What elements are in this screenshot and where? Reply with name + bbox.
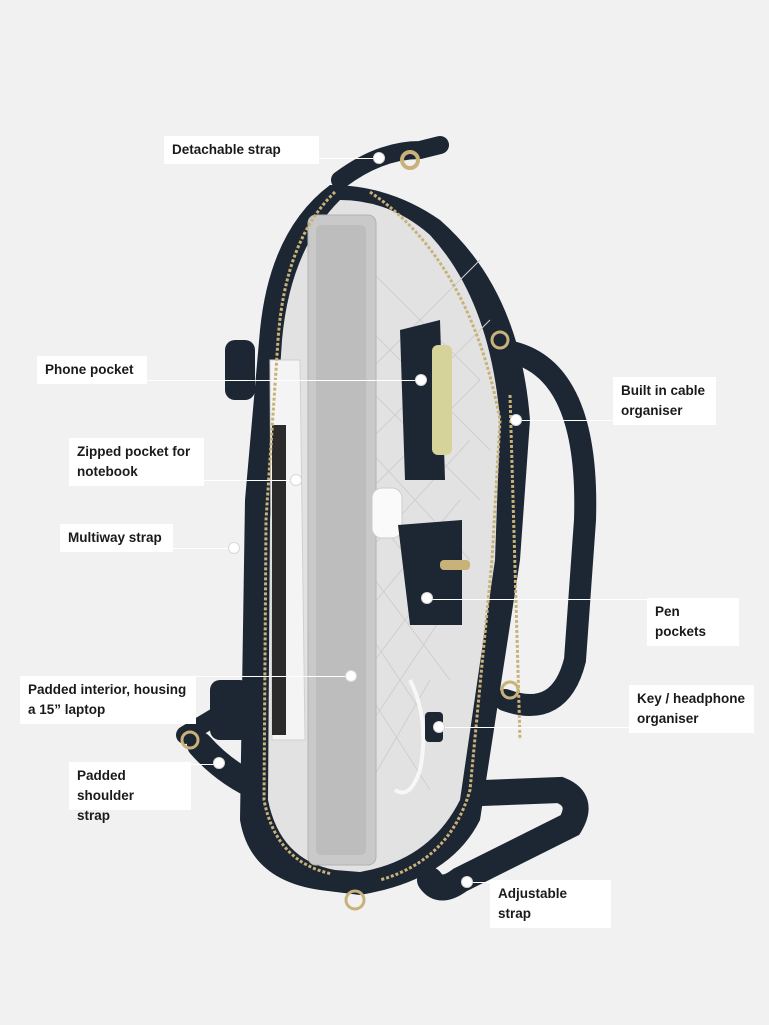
leader-padded-shoulder	[191, 764, 216, 765]
leader-detachable-strap	[319, 158, 379, 159]
label-phone-pocket: Phone pocket	[37, 356, 147, 384]
marker-detachable-strap	[373, 152, 385, 164]
label-cable-organiser: Built in cable organiser	[613, 377, 716, 425]
marker-adjustable-strap	[461, 876, 473, 888]
label-pen-pockets: Pen pockets	[647, 598, 739, 646]
leader-key-organiser	[444, 727, 629, 728]
label-adjustable-strap: Adjustable strap	[490, 880, 611, 928]
label-detachable-strap: Detachable strap	[164, 136, 319, 164]
leader-zipped-pocket	[204, 480, 294, 481]
leader-phone-pocket	[147, 380, 420, 381]
marker-padded-interior	[345, 670, 357, 682]
label-key-organiser: Key / headphone organiser	[629, 685, 754, 733]
leader-cable-organiser	[520, 420, 613, 421]
marker-phone-pocket	[415, 374, 427, 386]
marker-padded-shoulder	[213, 757, 225, 769]
leader-pen-pockets	[432, 599, 647, 600]
marker-multiway-strap	[228, 542, 240, 554]
marker-zipped-pocket	[290, 474, 302, 486]
marker-pen-pockets	[421, 592, 433, 604]
label-padded-interior: Padded interior, housing a 15” laptop	[20, 676, 196, 724]
leader-multiway-strap	[173, 548, 231, 549]
marker-cable-organiser	[510, 414, 522, 426]
label-padded-shoulder: Padded shoulder strap	[69, 762, 191, 823]
leader-padded-interior	[196, 676, 348, 677]
leader-adjustable-strap	[472, 882, 490, 883]
label-zipped-pocket: Zipped pocket for notebook	[69, 438, 204, 486]
label-multiway-strap: Multiway strap	[60, 524, 173, 552]
marker-key-organiser	[433, 721, 445, 733]
